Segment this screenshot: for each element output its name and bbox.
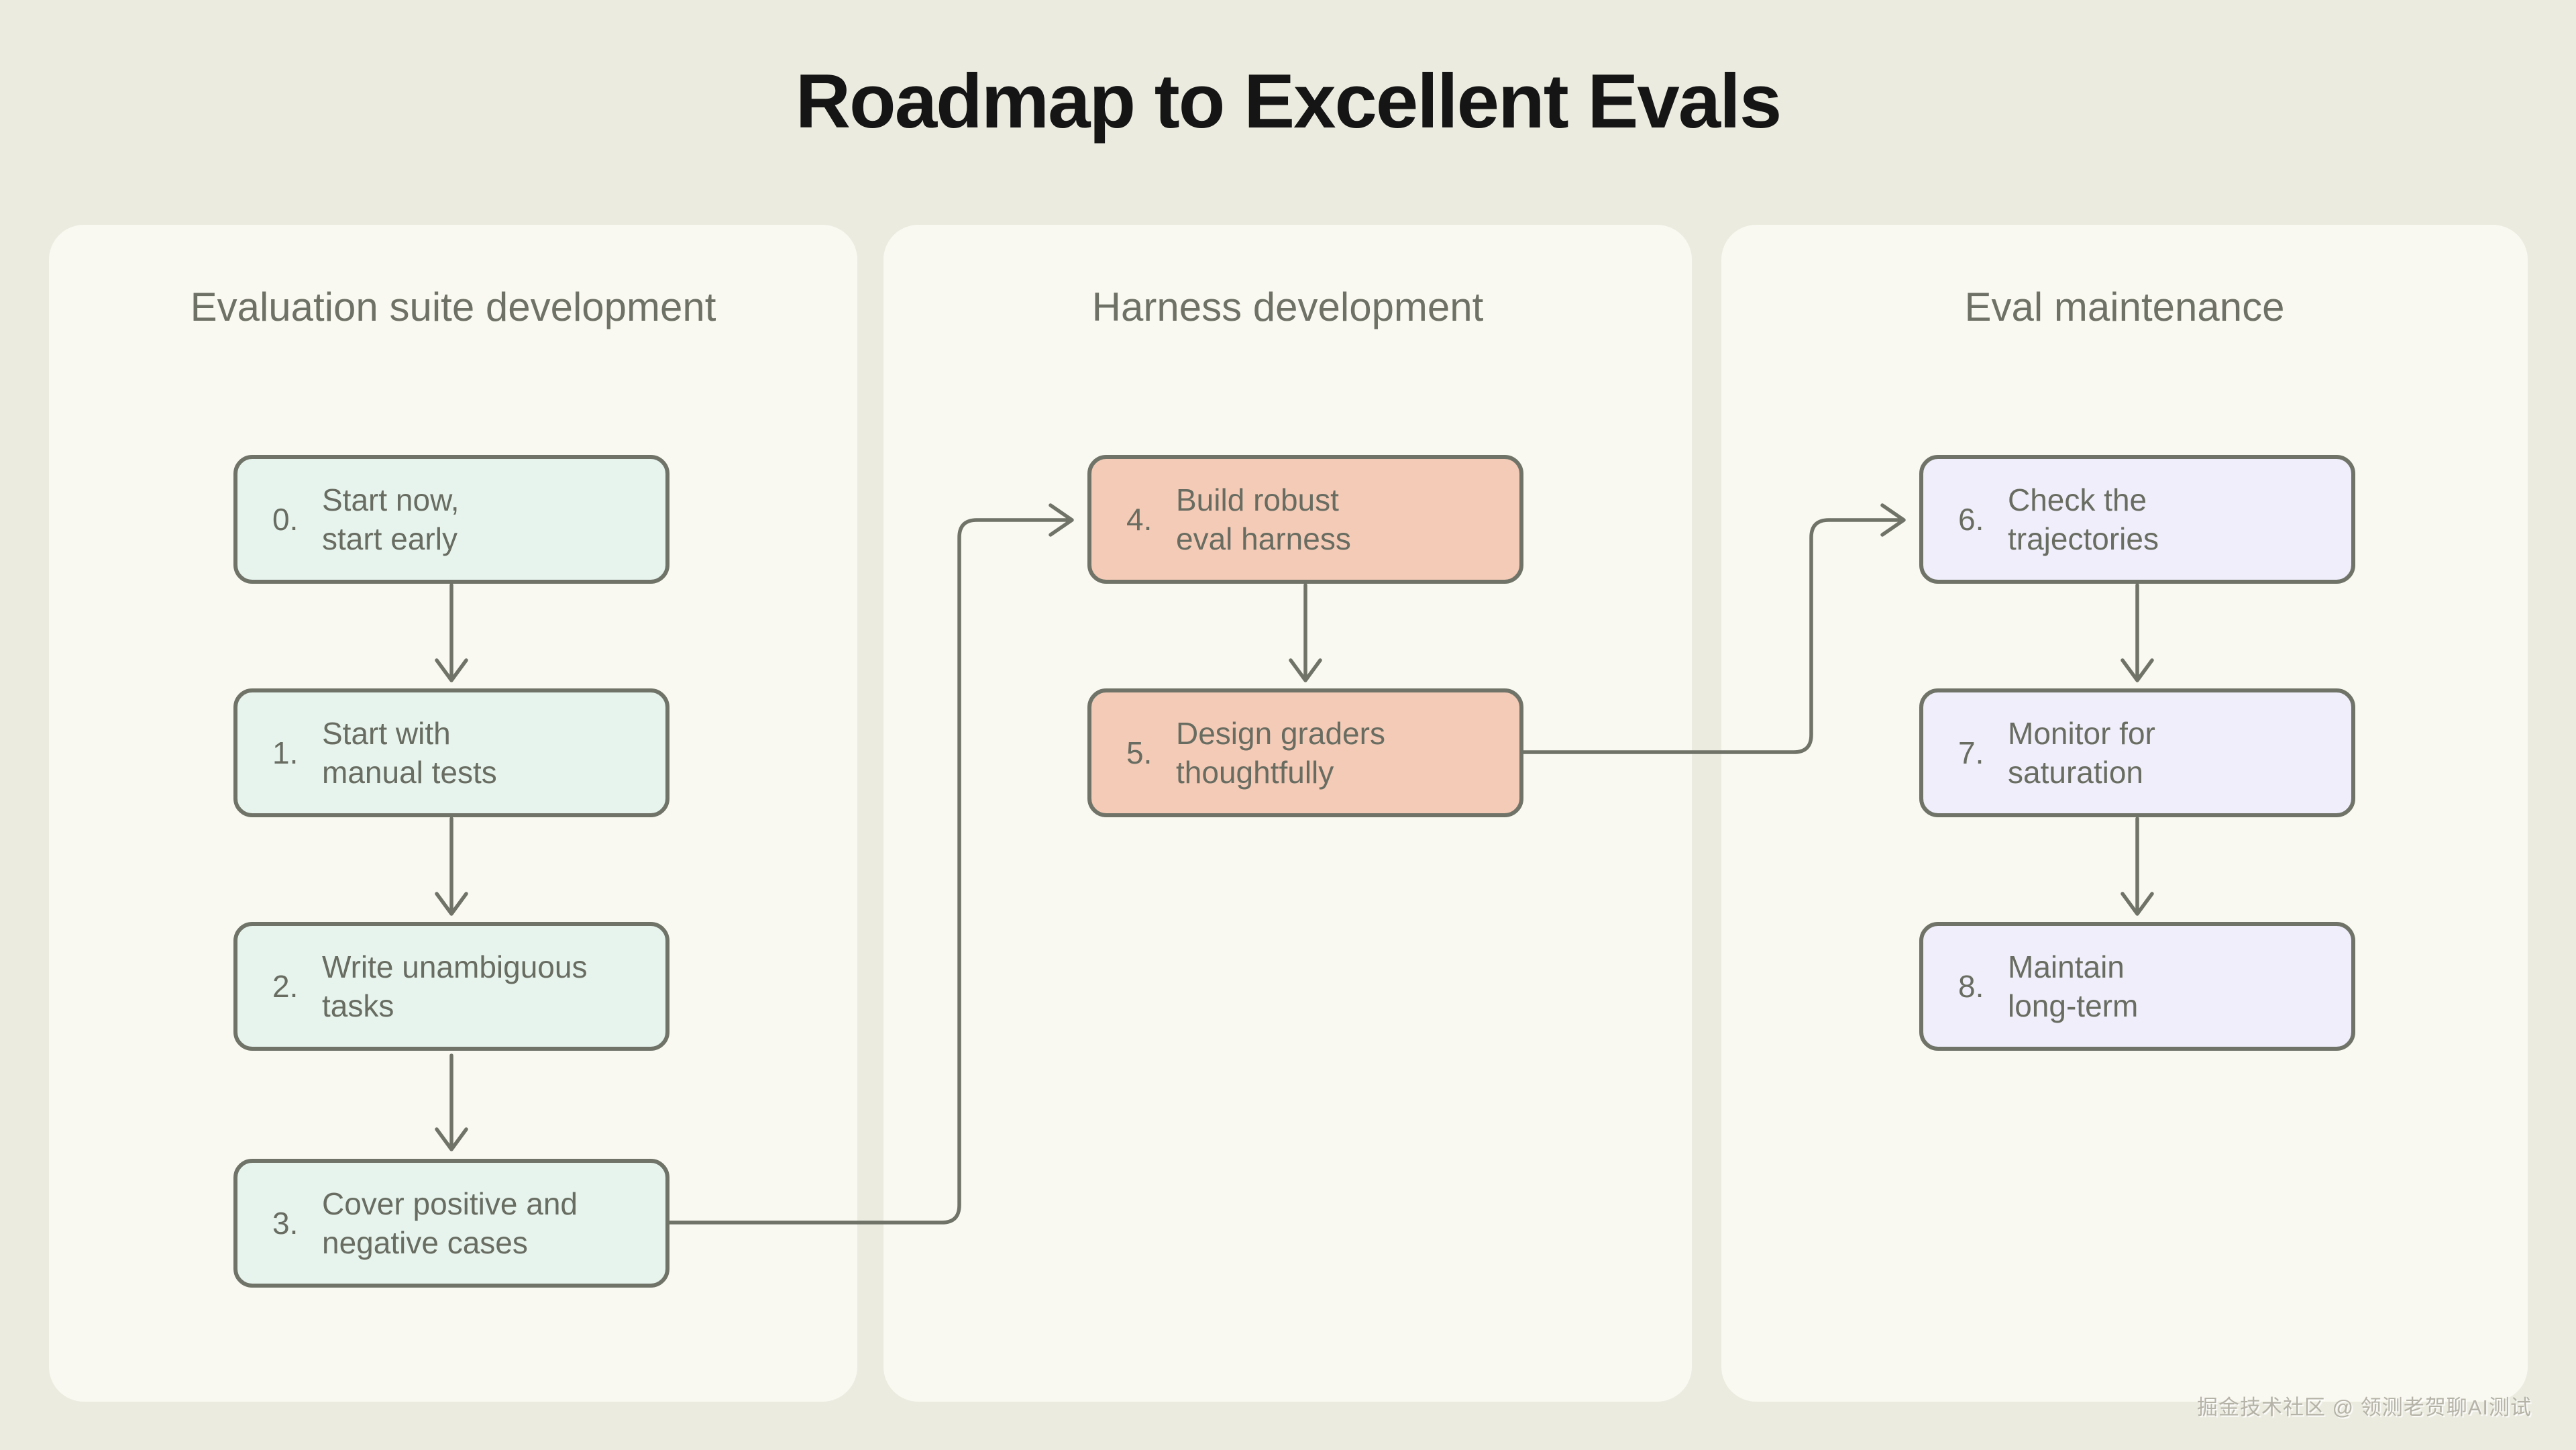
step-number: 2. [272,969,299,1004]
step-number: 0. [272,502,299,537]
step-number: 4. [1126,502,1152,537]
watermark: 掘金技术社区 @ 领测老贺聊AI测试 [2197,1396,2532,1419]
column-header-maintenance: Eval maintenance [1964,284,2285,329]
step-number: 7. [1958,735,1984,770]
column-header-evaluation-suite: Evaluation suite development [190,284,716,329]
step-number: 5. [1126,735,1152,770]
column-header-harness: Harness development [1091,284,1484,329]
step-box-0: 0. Start now,start early [233,455,669,584]
step-number: 8. [1958,969,1984,1004]
step-label: Start now,start early [322,482,460,556]
step-number: 3. [272,1206,299,1241]
step-number: 1. [272,735,299,770]
step-number: 6. [1958,502,1984,537]
page-title: Roadmap to Excellent Evals [795,59,1782,144]
